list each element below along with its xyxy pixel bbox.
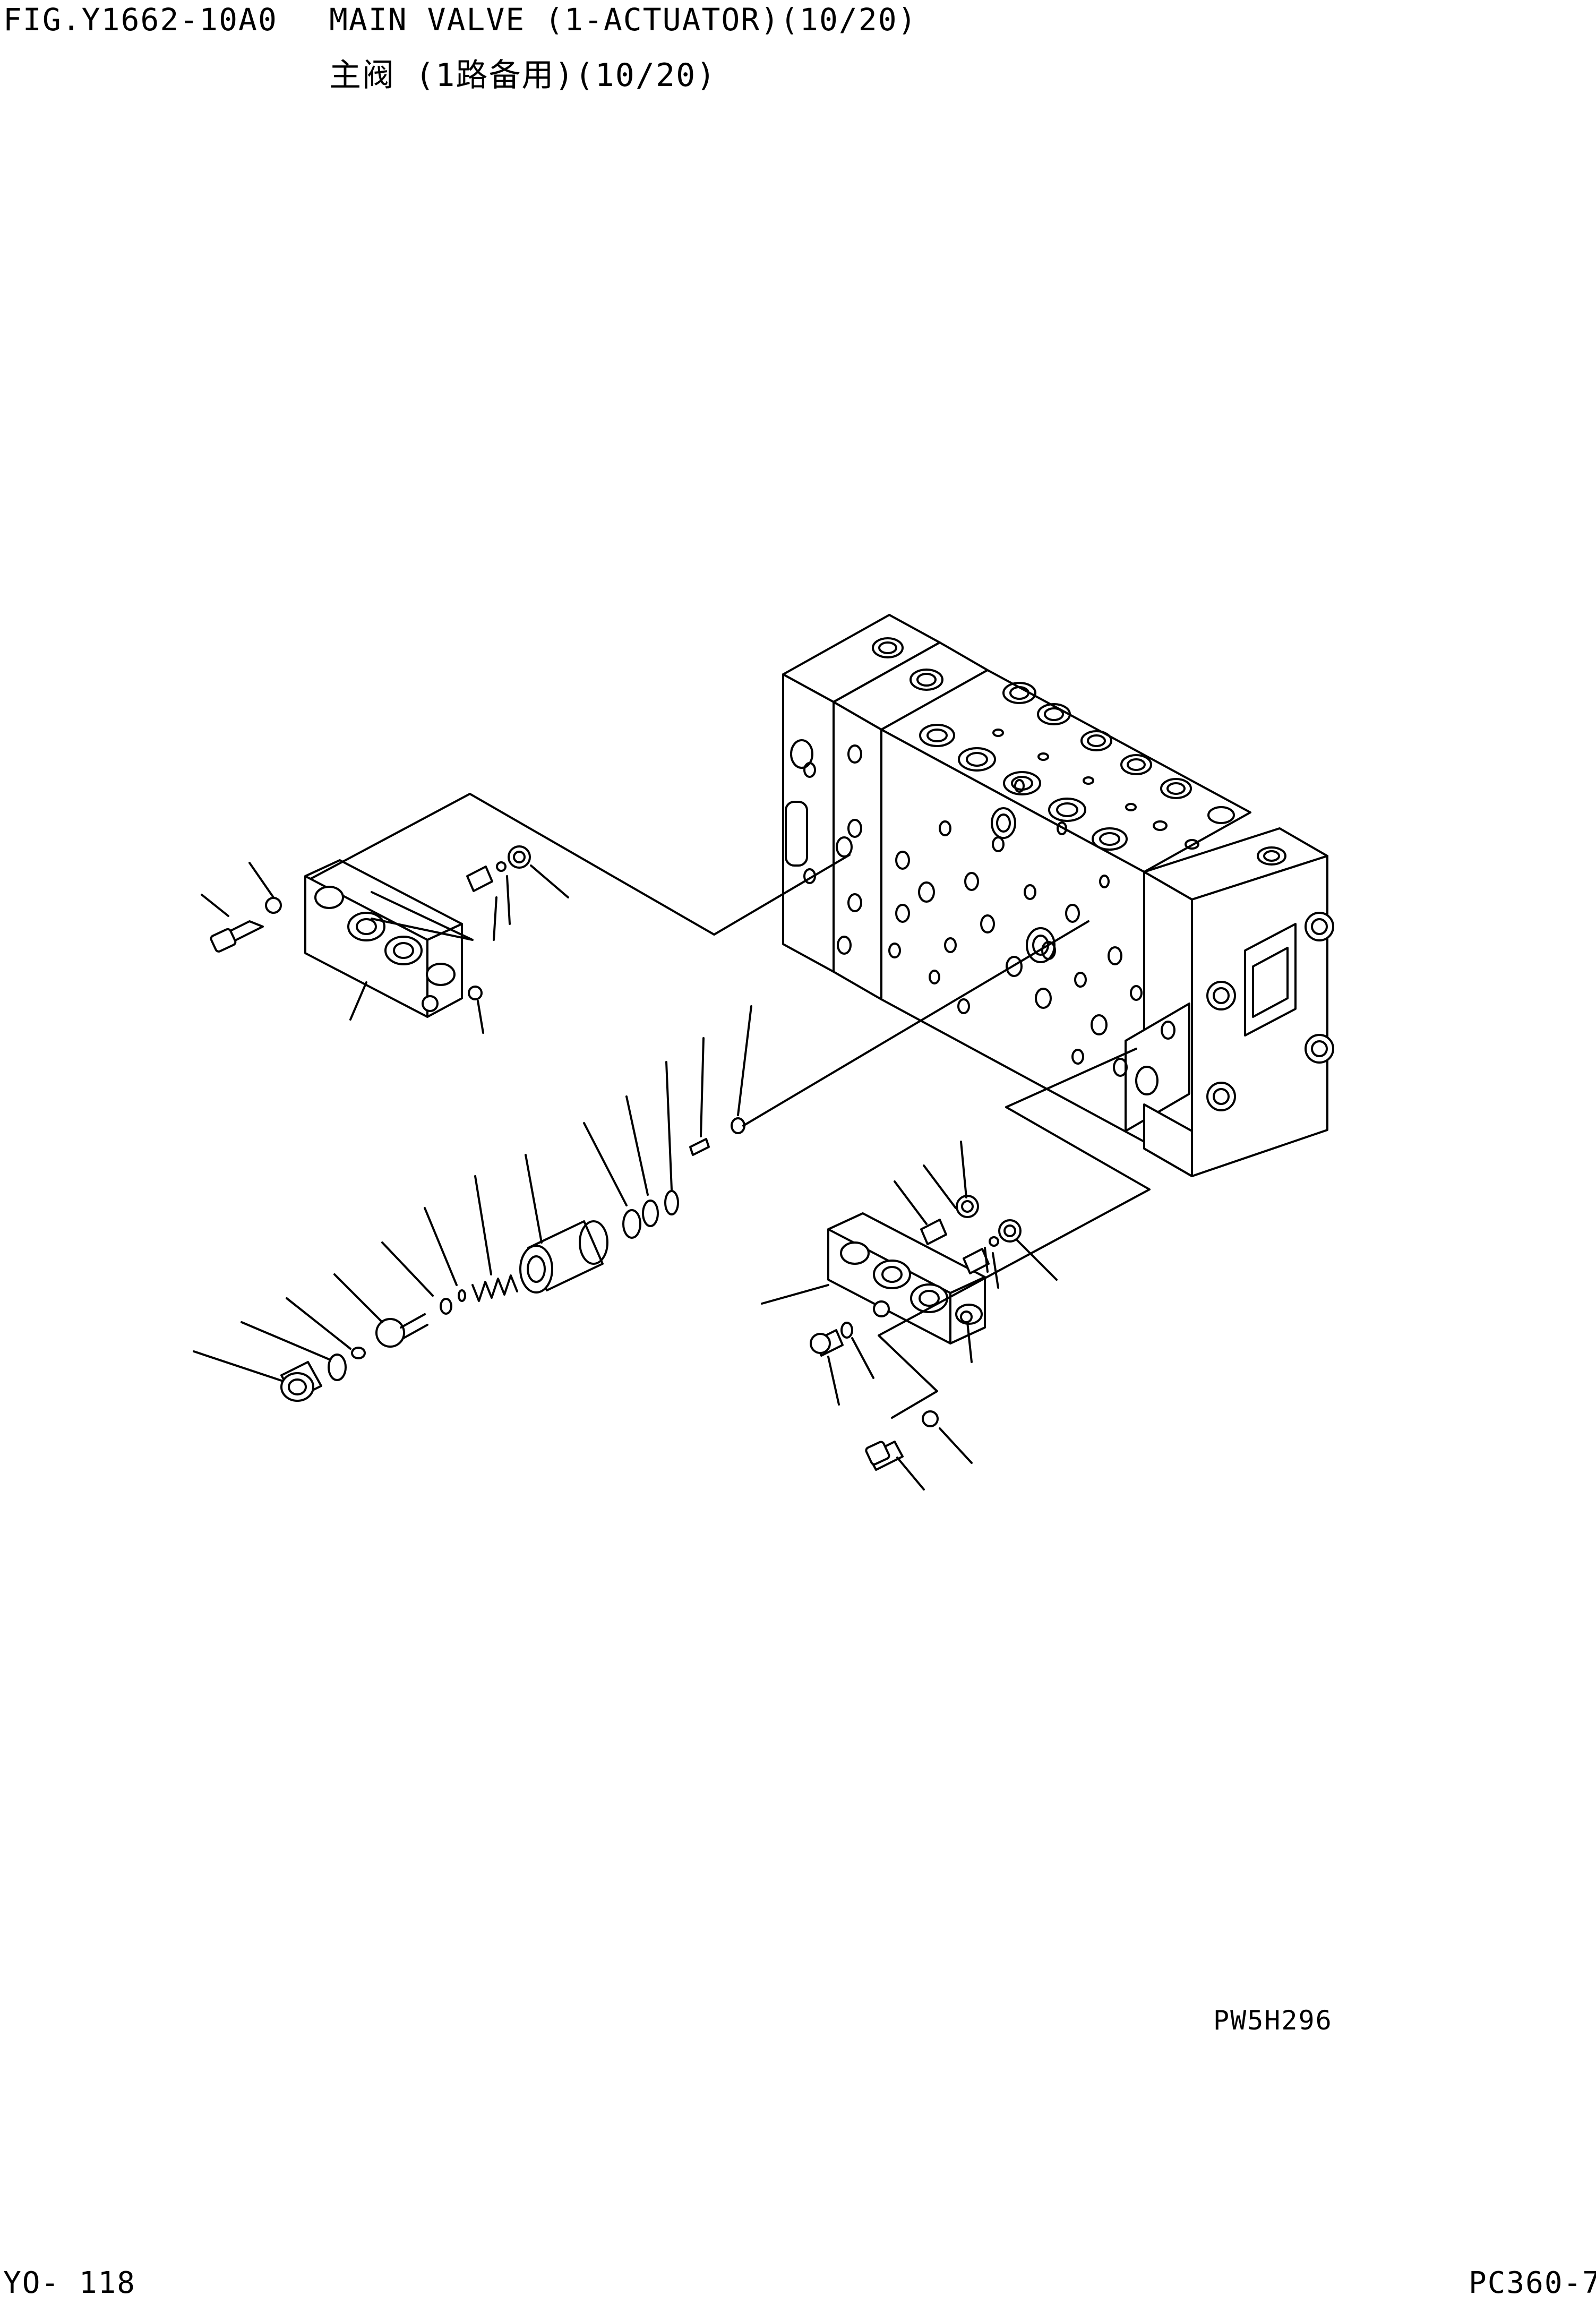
- right-end-features: [1136, 913, 1333, 1110]
- title-english: MAIN VALVE (1-ACTUATOR)(10/20): [329, 2, 917, 38]
- linkage-bracket-upper: [372, 892, 473, 940]
- linkage-line-lower: [879, 1049, 1149, 1418]
- centre-relief-valve-exploded: [194, 1006, 751, 1401]
- page-number: YO- 118: [3, 2266, 136, 2300]
- main-valve-body: [783, 615, 1333, 1176]
- linkage-line-centre: [743, 921, 1088, 1126]
- drawing-code: PW5H296: [1213, 2005, 1333, 2036]
- linkage-line-upper: [311, 794, 850, 935]
- left-end-features: [786, 740, 852, 954]
- top-ports: [873, 638, 1285, 864]
- title-chinese: 主阀 (1路备用)(10/20): [329, 57, 717, 94]
- upper-left-cover-assembly: [202, 846, 568, 1033]
- lower-right-cover-assembly: [762, 1142, 1057, 1489]
- figure-id: FIG.Y1662-10A0: [3, 2, 278, 38]
- model-number: PC360-7: [1469, 2266, 1596, 2300]
